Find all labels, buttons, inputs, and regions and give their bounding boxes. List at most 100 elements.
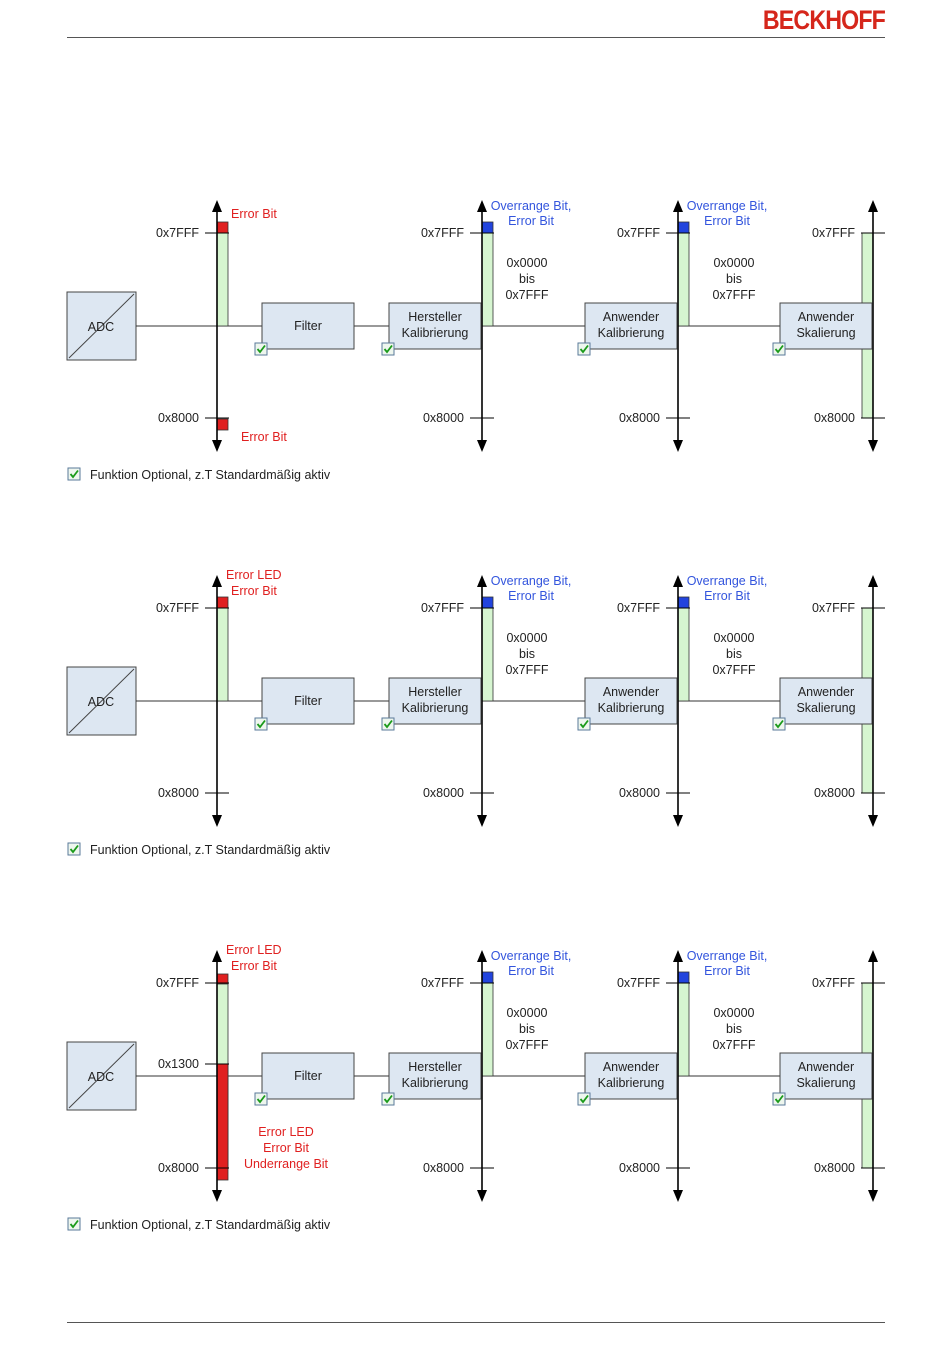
value-range-bar [216, 607, 229, 702]
processing-block [388, 677, 482, 725]
checkbox-checked-icon-check [69, 844, 79, 854]
range-label: bis [519, 272, 535, 286]
axis-arrow-head-up [212, 950, 222, 962]
axis-label-bottom: 0x8000 [814, 786, 855, 800]
error-label: Error LED [226, 943, 282, 957]
block-label: Kalibrierung [402, 326, 469, 340]
overrange-label: Overrange Bit, [687, 199, 768, 213]
overrange-label: Overrange Bit, [491, 949, 572, 963]
axis-arrow-head-down [673, 1190, 683, 1202]
checkbox-checked-icon-check [256, 344, 266, 354]
value-range-bar [677, 607, 690, 702]
error-label: Error LED [226, 568, 282, 582]
axis-label-top: 0x7FFF [812, 226, 855, 240]
range-label: 0x7FFF [712, 288, 755, 302]
error-label: Error Bit [231, 959, 277, 973]
checkbox-checked-icon-check [383, 1094, 393, 1104]
axis-label-top: 0x7FFF [812, 976, 855, 990]
axis-arrow-head-up [673, 950, 683, 962]
checkbox-checked-icon [254, 342, 268, 356]
axis-arrow-head-down [212, 440, 222, 452]
overrange-label: Error Bit [704, 964, 750, 978]
axis-arrow-head-up [868, 575, 878, 587]
checkbox-checked-icon-check [579, 344, 589, 354]
axis-arrow-head-down [868, 440, 878, 452]
block-label: Skalierung [796, 326, 855, 340]
range-label: 0x7FFF [505, 288, 548, 302]
axis-arrow-head-up [477, 200, 487, 212]
overrange-bit-bar [677, 971, 690, 984]
processing-block [388, 1052, 482, 1100]
range-label: 0x7FFF [712, 663, 755, 677]
block-label: Skalierung [796, 701, 855, 715]
checkbox-checked-icon [67, 842, 81, 856]
adc-icon [68, 668, 135, 734]
range-label: bis [726, 1022, 742, 1036]
axis-label-bottom: 0x8000 [619, 1161, 660, 1175]
checkbox-checked-icon [577, 717, 591, 731]
range-label: 0x0000 [713, 256, 754, 270]
legend-text: Funktion Optional, z.T Standardmäßig akt… [90, 468, 331, 482]
checkbox-checked-icon-check [579, 719, 589, 729]
range-label: 0x7FFF [712, 1038, 755, 1052]
underrange-label: Error LED [258, 1125, 314, 1139]
signal-diagram-2: ADC0x7FFF0x80000x7FFF0x80000x7FFF0x80000… [66, 568, 885, 857]
axis-arrow-head-up [868, 200, 878, 212]
value-range-bar [216, 232, 229, 327]
overrange-bit-bar [677, 221, 690, 234]
axis-arrow-head-down [673, 440, 683, 452]
checkbox-checked-icon [381, 717, 395, 731]
checkbox-checked-icon [577, 342, 591, 356]
range-label: 0x0000 [713, 631, 754, 645]
axis-label-top: 0x7FFF [421, 226, 464, 240]
checkbox-checked-icon [254, 1092, 268, 1106]
underrange-label: Underrange Bit [244, 1157, 329, 1171]
axis-arrow-head-down [868, 1190, 878, 1202]
value-range-bar [677, 982, 690, 1077]
block-label: Kalibrierung [598, 326, 665, 340]
overrange-label: Overrange Bit, [491, 574, 572, 588]
block-label: Anwender [603, 685, 659, 699]
processing-block [261, 1052, 355, 1100]
overrange-bit-bar [677, 596, 690, 609]
checkbox-checked-icon [772, 717, 786, 731]
adc-icon [68, 1043, 135, 1109]
range-label: 0x7FFF [505, 1038, 548, 1052]
processing-block [584, 677, 678, 725]
overrange-label: Error Bit [508, 214, 554, 228]
overrange-bit-bar [481, 971, 494, 984]
processing-block [584, 1052, 678, 1100]
axis-arrow-head-down [212, 815, 222, 827]
block-label: Kalibrierung [598, 701, 665, 715]
adc-label: ADC [88, 1070, 114, 1084]
axis-label-top: 0x7FFF [156, 976, 199, 990]
block-label: Kalibrierung [402, 701, 469, 715]
range-label: bis [519, 647, 535, 661]
value-range-bar [481, 232, 494, 327]
axis-label-bottom: 0x8000 [423, 1161, 464, 1175]
checkbox-checked-icon [772, 342, 786, 356]
axis-label-bottom: 0x8000 [158, 411, 199, 425]
processing-block [261, 677, 355, 725]
threshold-label: 0x1300 [158, 1057, 199, 1071]
block-label: Anwender [798, 1060, 854, 1074]
brand-logo: BECKHOFF [762, 5, 886, 35]
processing-block [388, 302, 482, 350]
axis-label-top: 0x7FFF [617, 976, 660, 990]
axis-label-top: 0x7FFF [421, 601, 464, 615]
block-label: Anwender [603, 1060, 659, 1074]
legend-text: Funktion Optional, z.T Standardmäßig akt… [90, 1218, 331, 1232]
block-label: Hersteller [408, 310, 462, 324]
legend-text: Funktion Optional, z.T Standardmäßig akt… [90, 843, 331, 857]
underrange-label: Error Bit [263, 1141, 309, 1155]
signal-diagram-3: ADC0x7FFF0x80000x7FFF0x80000x7FFF0x80000… [66, 943, 885, 1232]
axis-label-top: 0x7FFF [617, 226, 660, 240]
range-label: bis [726, 272, 742, 286]
error-bit-bar [216, 221, 229, 234]
overrange-label: Overrange Bit, [491, 199, 572, 213]
checkbox-checked-icon [254, 717, 268, 731]
checkbox-checked-icon-check [69, 1219, 79, 1229]
value-range-bar [481, 607, 494, 702]
axis-label-bottom: 0x8000 [158, 786, 199, 800]
axis-label-top: 0x7FFF [421, 976, 464, 990]
